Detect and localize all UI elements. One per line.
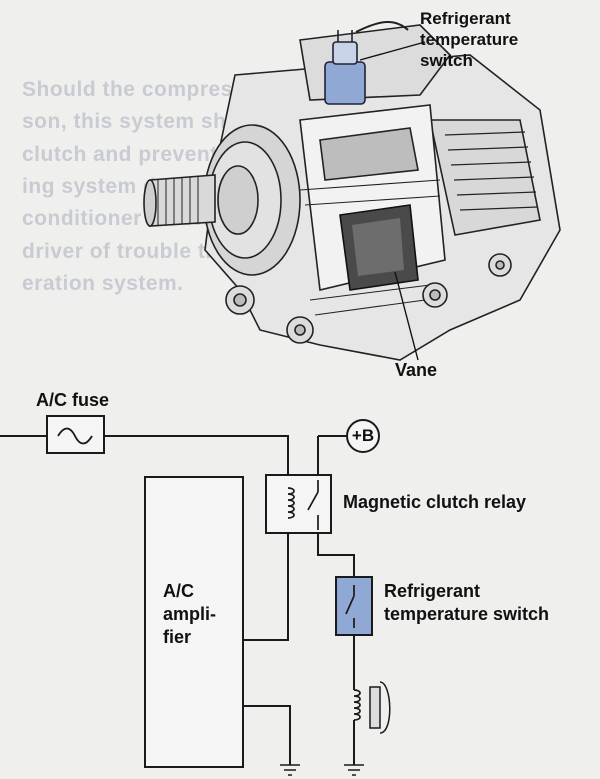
- switch-label-line: temperature switch: [384, 604, 550, 624]
- amplifier-label-line: A/C: [163, 581, 194, 601]
- switch-callout-leader: [359, 41, 426, 61]
- callout-line: Refrigerant: [420, 9, 511, 28]
- amplifier-label-line: fier: [163, 627, 192, 647]
- vane-callout-leader: [394, 271, 419, 361]
- callout-line: switch: [420, 51, 473, 70]
- battery-label: +B: [351, 426, 375, 445]
- background-text-line: eration system.: [22, 272, 184, 295]
- battery-terminal-icon: [346, 419, 380, 453]
- vane-callout: Vane: [395, 360, 438, 380]
- relay-label: Magnetic clutch relay: [343, 492, 527, 512]
- fuse-label: A/C fuse: [36, 390, 110, 410]
- compressor-illustration: [143, 21, 561, 361]
- amplifier-label-line: ampli-: [163, 604, 217, 624]
- callout-line: temperature: [420, 30, 519, 49]
- switch-label: Refrigerant temperature switch: [384, 580, 549, 626]
- circuit-wiring: [0, 415, 391, 776]
- amplifier-label: A/C ampli- fier: [163, 580, 216, 649]
- refrigerant-switch-callout: Refrigerant temperature switch: [420, 8, 518, 71]
- switch-label-line: Refrigerant: [384, 581, 481, 601]
